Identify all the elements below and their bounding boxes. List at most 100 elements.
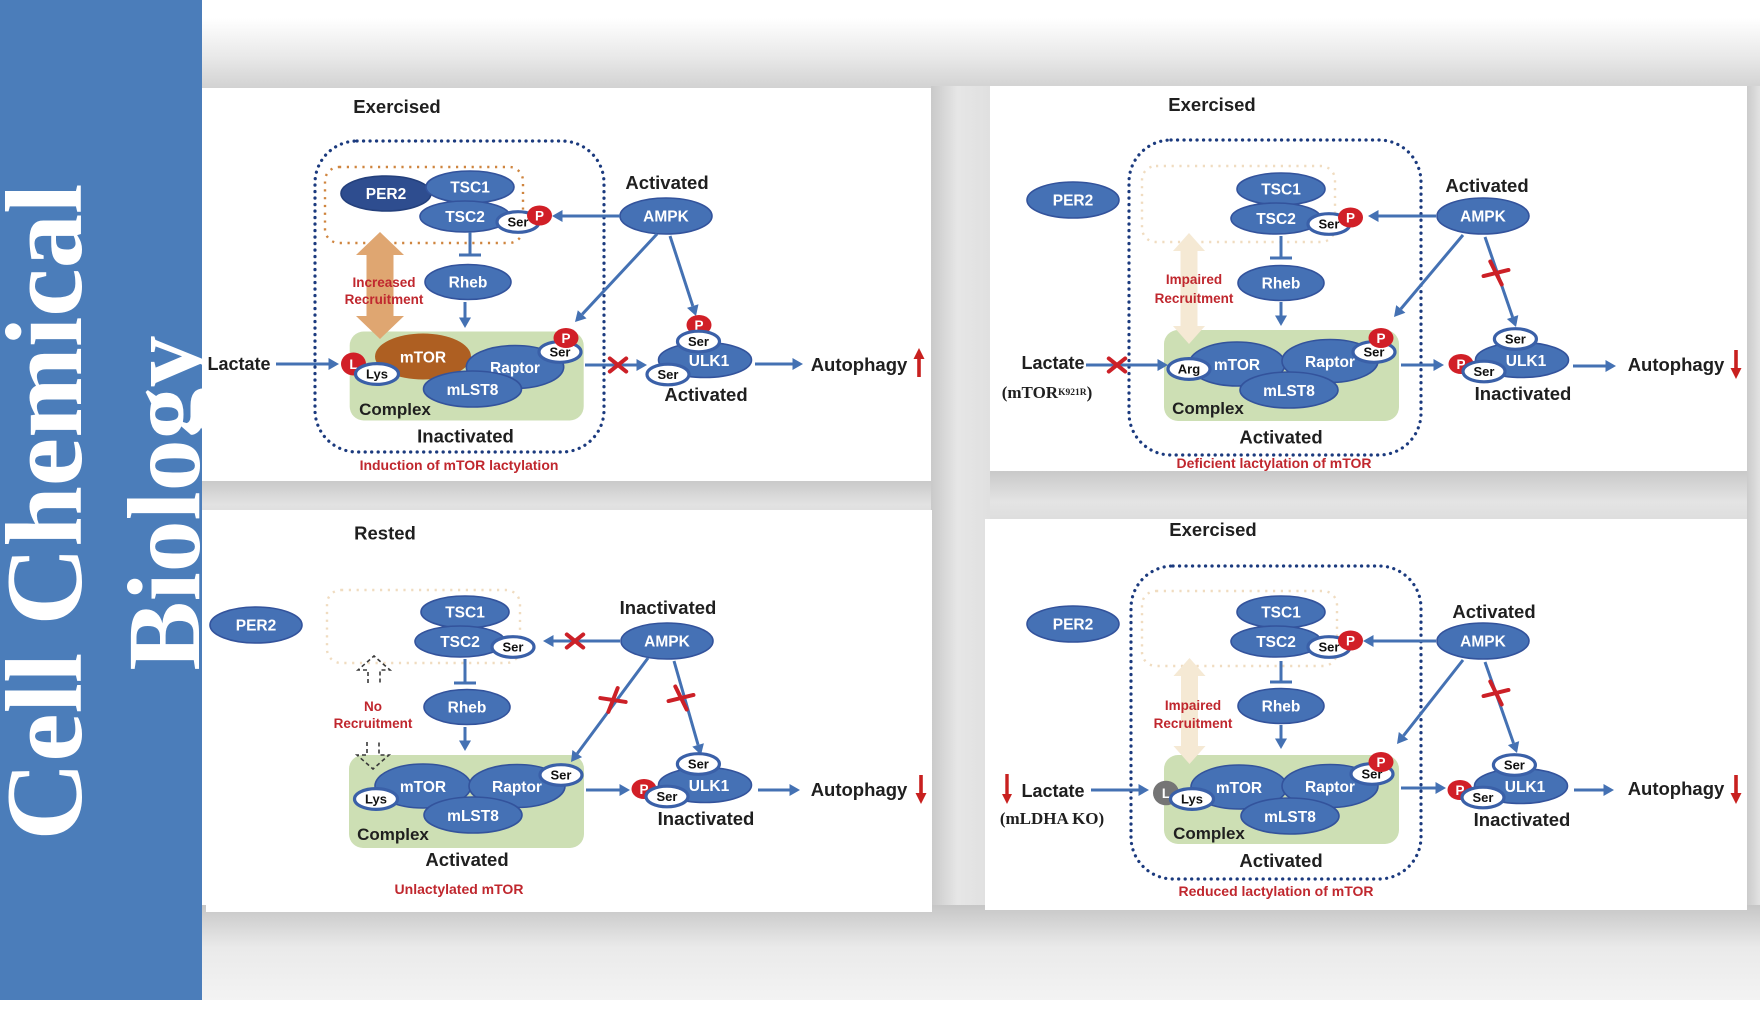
svg-text:P: P bbox=[535, 208, 544, 223]
svg-text:ULK1: ULK1 bbox=[1505, 779, 1546, 796]
svg-text:Ser: Ser bbox=[688, 334, 709, 349]
svg-text:L: L bbox=[1162, 786, 1170, 801]
svg-text:PER2: PER2 bbox=[236, 618, 277, 635]
svg-text:P: P bbox=[694, 318, 703, 333]
svg-text:Ser: Ser bbox=[508, 215, 529, 230]
svg-text:P: P bbox=[1455, 783, 1464, 798]
svg-text:ULK1: ULK1 bbox=[689, 353, 730, 370]
svg-text:Raptor: Raptor bbox=[492, 779, 542, 796]
svg-text:Ser: Ser bbox=[551, 768, 572, 783]
svg-text:Activated: Activated bbox=[625, 172, 708, 193]
svg-text:TSC1: TSC1 bbox=[1261, 182, 1301, 199]
svg-text:ULK1: ULK1 bbox=[1506, 353, 1547, 370]
svg-text:Raptor: Raptor bbox=[490, 360, 540, 377]
svg-text:Unlactylated mTOR: Unlactylated mTOR bbox=[395, 881, 524, 897]
svg-text:Activated: Activated bbox=[664, 384, 747, 405]
svg-text:TSC2: TSC2 bbox=[445, 209, 485, 226]
svg-text:Rheb: Rheb bbox=[449, 275, 488, 292]
svg-text:Lactate: Lactate bbox=[1021, 353, 1084, 373]
svg-text:mLST8: mLST8 bbox=[447, 382, 499, 399]
svg-text:Activated: Activated bbox=[425, 849, 508, 870]
svg-text:Activated: Activated bbox=[1239, 850, 1322, 871]
svg-text:P: P bbox=[1376, 331, 1385, 346]
svg-text:TSC1: TSC1 bbox=[445, 605, 485, 622]
svg-text:P: P bbox=[1346, 633, 1355, 648]
svg-text:ULK1: ULK1 bbox=[689, 778, 730, 795]
svg-text:Ser: Ser bbox=[503, 640, 524, 655]
svg-text:Reduced lactylation of mTOR: Reduced lactylation of mTOR bbox=[1179, 883, 1374, 899]
svg-text:Ser: Ser bbox=[657, 789, 678, 804]
svg-text:Lactate: Lactate bbox=[1021, 781, 1084, 801]
svg-text:TSC1: TSC1 bbox=[1261, 605, 1301, 622]
svg-text:Lys: Lys bbox=[366, 367, 388, 382]
svg-text:Ser: Ser bbox=[1364, 345, 1385, 360]
svg-text:P: P bbox=[1376, 755, 1385, 770]
svg-text:Exercised: Exercised bbox=[1169, 519, 1256, 540]
svg-text:TSC1: TSC1 bbox=[450, 180, 490, 197]
svg-text:Inactivated: Inactivated bbox=[417, 426, 514, 447]
svg-text:Raptor: Raptor bbox=[1305, 779, 1355, 796]
svg-text:Activated: Activated bbox=[1445, 175, 1528, 196]
svg-text:P: P bbox=[1456, 357, 1465, 372]
svg-text:Autophagy: Autophagy bbox=[811, 354, 908, 375]
svg-text:Ser: Ser bbox=[658, 367, 679, 382]
svg-text:TSC2: TSC2 bbox=[1256, 634, 1296, 651]
svg-text:Recruitment: Recruitment bbox=[1155, 291, 1234, 306]
svg-text:TSC2: TSC2 bbox=[440, 634, 480, 651]
svg-text:Recruitment: Recruitment bbox=[345, 292, 424, 307]
svg-text:Complex: Complex bbox=[1173, 824, 1245, 843]
svg-text:Induction of mTOR lactylation: Induction of mTOR lactylation bbox=[360, 457, 559, 473]
svg-text:Exercised: Exercised bbox=[1168, 94, 1255, 115]
svg-text:Ser: Ser bbox=[1474, 364, 1495, 379]
svg-text:Inactivated: Inactivated bbox=[620, 597, 717, 618]
svg-text:Lys: Lys bbox=[1181, 792, 1203, 807]
svg-text:Impaired: Impaired bbox=[1166, 272, 1222, 287]
svg-text:Complex: Complex bbox=[357, 825, 429, 844]
svg-text:Rested: Rested bbox=[354, 523, 416, 544]
svg-text:Raptor: Raptor bbox=[1305, 354, 1355, 371]
svg-text:No: No bbox=[364, 699, 382, 714]
svg-text:AMPK: AMPK bbox=[643, 209, 689, 226]
svg-text:Ser: Ser bbox=[688, 757, 709, 772]
svg-text:mTOR: mTOR bbox=[1214, 357, 1260, 374]
svg-text:mLST8: mLST8 bbox=[1264, 809, 1316, 826]
svg-text:mLST8: mLST8 bbox=[447, 808, 499, 825]
svg-text:mLST8: mLST8 bbox=[1263, 383, 1315, 400]
svg-text:Complex: Complex bbox=[1172, 399, 1244, 418]
svg-text:Ser: Ser bbox=[1319, 217, 1340, 232]
svg-text:(mTORK921R): (mTORK921R) bbox=[1002, 383, 1093, 402]
svg-text:Inactivated: Inactivated bbox=[1474, 809, 1571, 830]
svg-text:Arg: Arg bbox=[1178, 362, 1200, 377]
svg-text:AMPK: AMPK bbox=[1460, 209, 1506, 226]
svg-text:mTOR: mTOR bbox=[400, 779, 446, 796]
svg-text:AMPK: AMPK bbox=[1460, 634, 1506, 651]
svg-text:mTOR: mTOR bbox=[1216, 780, 1262, 797]
svg-text:L: L bbox=[349, 357, 357, 372]
svg-text:Rheb: Rheb bbox=[1262, 699, 1301, 716]
svg-text:TSC2: TSC2 bbox=[1256, 211, 1296, 228]
svg-text:Complex: Complex bbox=[359, 400, 431, 419]
svg-text:Inactivated: Inactivated bbox=[658, 808, 755, 829]
svg-text:(mLDHA KO): (mLDHA KO) bbox=[1000, 809, 1104, 828]
svg-text:Recruitment: Recruitment bbox=[1154, 716, 1233, 731]
svg-text:Rheb: Rheb bbox=[448, 700, 487, 717]
svg-text:Deficient lactylation of mTOR: Deficient lactylation of mTOR bbox=[1177, 455, 1372, 471]
svg-text:Impaired: Impaired bbox=[1165, 698, 1221, 713]
svg-text:Recruitment: Recruitment bbox=[334, 716, 413, 731]
svg-text:Autophagy: Autophagy bbox=[1628, 354, 1725, 375]
svg-text:PER2: PER2 bbox=[366, 186, 407, 203]
svg-text:Increased: Increased bbox=[352, 275, 415, 290]
svg-text:P: P bbox=[561, 331, 570, 346]
svg-text:PER2: PER2 bbox=[1053, 617, 1094, 634]
svg-text:Rheb: Rheb bbox=[1262, 276, 1301, 293]
svg-text:Activated: Activated bbox=[1239, 427, 1322, 448]
svg-text:Exercised: Exercised bbox=[353, 96, 440, 117]
svg-text:Inactivated: Inactivated bbox=[1475, 383, 1572, 404]
svg-text:Ser: Ser bbox=[1505, 332, 1526, 347]
svg-text:Activated: Activated bbox=[1452, 601, 1535, 622]
svg-text:Lactate: Lactate bbox=[207, 354, 270, 374]
svg-text:Ser: Ser bbox=[1473, 790, 1494, 805]
svg-text:Ser: Ser bbox=[1504, 758, 1525, 773]
svg-text:Lys: Lys bbox=[365, 792, 387, 807]
svg-text:Autophagy: Autophagy bbox=[1628, 778, 1725, 799]
